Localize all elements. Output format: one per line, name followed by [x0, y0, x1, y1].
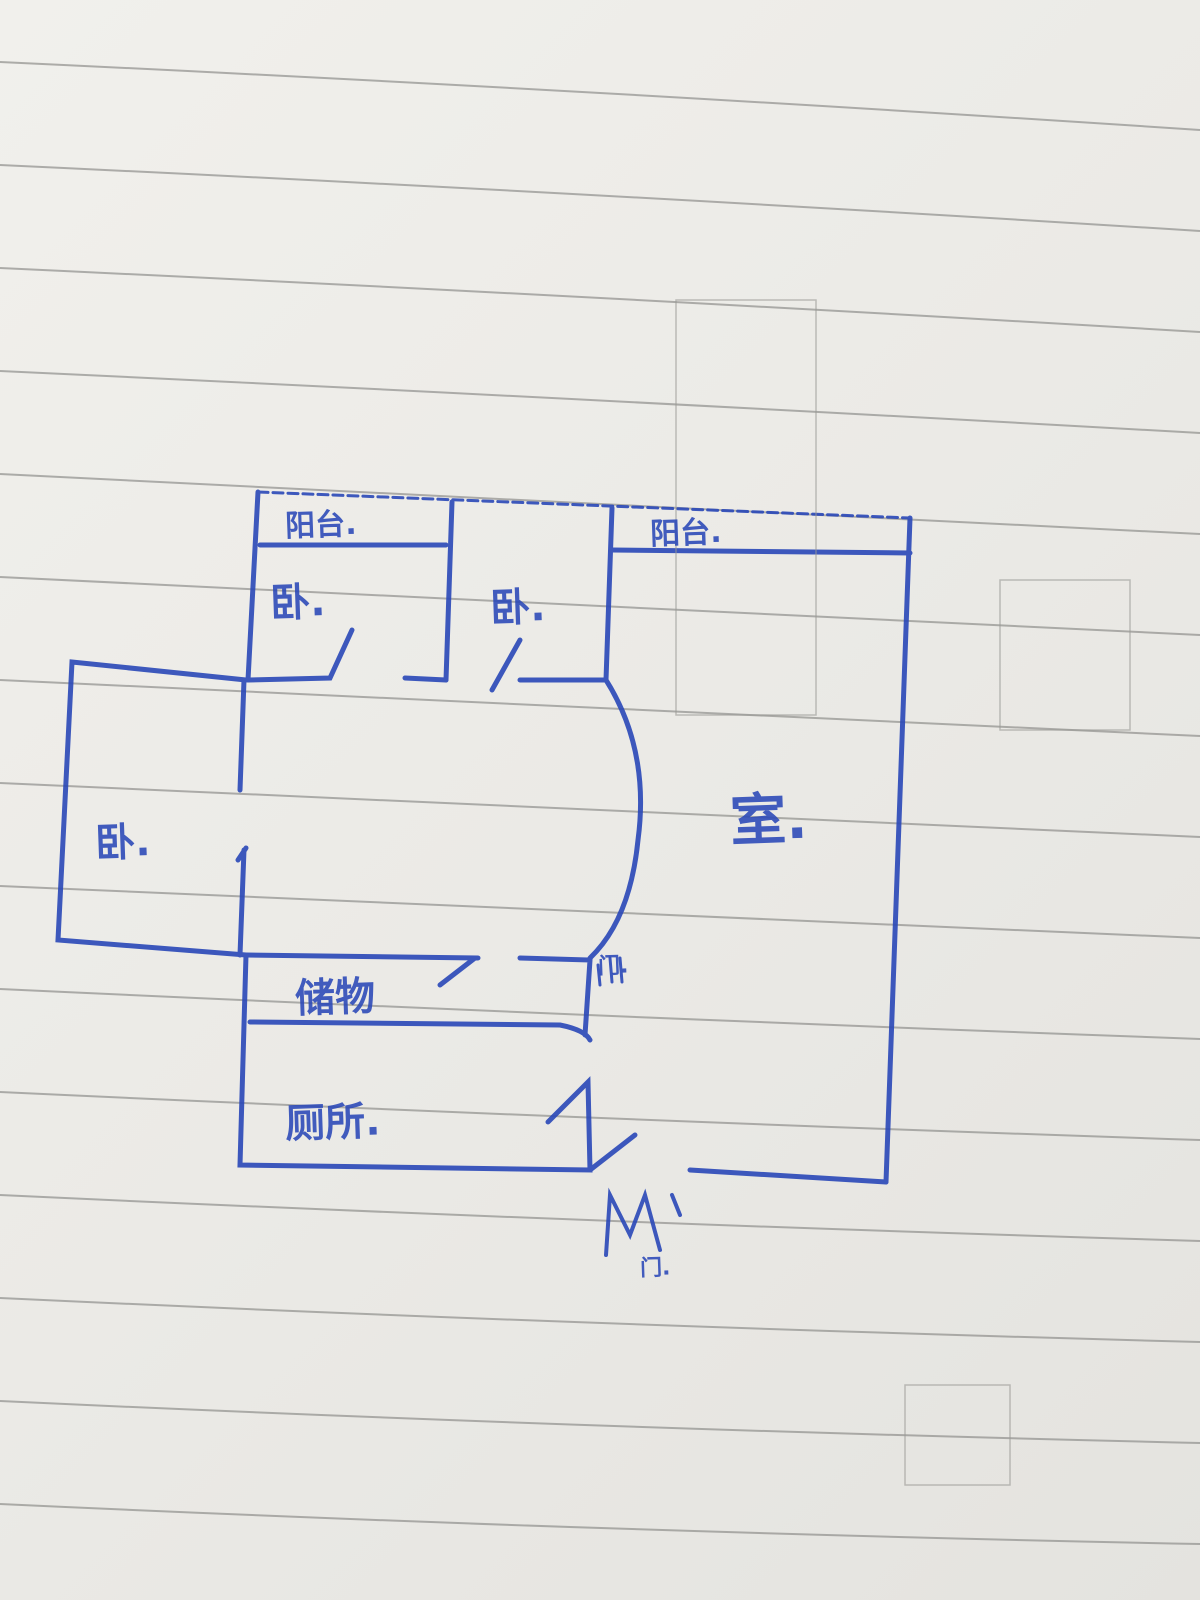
outer-left-wall-upper	[245, 489, 261, 683]
ruled-line	[0, 1297, 1200, 1343]
balcony-dashed-top-wall	[256, 490, 912, 520]
left-room-door	[235, 677, 249, 958]
entrance-symbol	[604, 1187, 682, 1257]
ruled-line	[0, 164, 1200, 232]
ruled-line	[0, 1194, 1200, 1242]
left-room	[55, 659, 249, 958]
balcony-right-divider	[609, 547, 913, 556]
bedroom-door-2	[402, 637, 609, 693]
label-entrance: 门.	[639, 1255, 671, 1282]
pencil-rectangle	[904, 1384, 1011, 1486]
label-balcony-right: 阳台.	[649, 514, 723, 553]
bedroom-partition	[443, 499, 455, 683]
label-toilet: 厕所.	[284, 1098, 382, 1148]
ruled-line	[0, 473, 1200, 535]
ruled-line	[0, 576, 1200, 636]
ruled-line	[0, 370, 1200, 434]
ruled-line	[0, 885, 1200, 939]
ruled-line	[0, 1400, 1200, 1444]
ruled-line	[0, 679, 1200, 737]
label-bedroom-left: 卧.	[94, 819, 152, 867]
label-bedroom-top-left: 卧.	[269, 579, 327, 627]
label-living-room: 室.	[729, 786, 809, 855]
ruled-line	[0, 1503, 1200, 1545]
curved-wall	[587, 677, 644, 961]
ruled-line	[0, 1091, 1200, 1141]
label-storage: 储物	[294, 973, 376, 1023]
ruled-line	[0, 61, 1200, 131]
pencil-rectangle	[675, 299, 817, 716]
bedroom-right-wall	[603, 505, 615, 683]
label-door-inner: 门.	[597, 953, 629, 980]
ruled-line	[0, 267, 1200, 333]
entrance-bottom-wall	[687, 1167, 889, 1185]
door-symbol-inner	[596, 956, 624, 987]
label-balcony-left: 阳台.	[284, 506, 358, 545]
toilet-room	[237, 952, 638, 1173]
living-right-wall	[883, 515, 913, 1185]
label-bedroom-top-middle: 卧.	[489, 584, 547, 632]
ruled-line	[0, 988, 1200, 1040]
pencil-rectangle	[999, 579, 1131, 731]
ruled-line	[0, 782, 1200, 838]
bedroom-door-1	[245, 627, 355, 683]
storage-room	[243, 952, 593, 1043]
